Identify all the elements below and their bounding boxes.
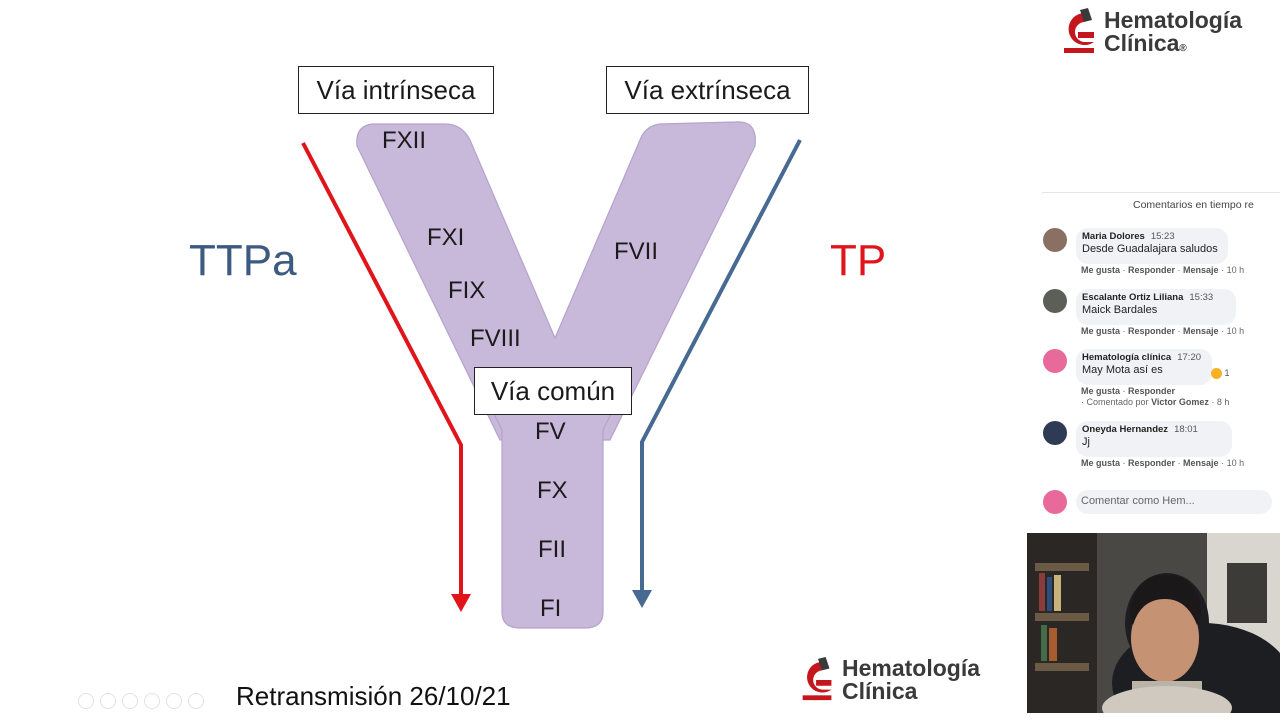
comment-composer: Comentar como Hem... (1040, 488, 1280, 516)
microscope-logo-icon (1064, 8, 1094, 53)
avatar[interactable] (1043, 421, 1067, 445)
common-stem (492, 411, 613, 629)
comment-actions: Me gusta · Responder · Mensaje · 10 h (1081, 458, 1245, 468)
commented-age: 8 h (1216, 397, 1230, 407)
commented-by-name[interactable]: Victor Gomez (1151, 397, 1209, 407)
comment-text: Jj (1082, 436, 1090, 448)
avatar[interactable] (1043, 349, 1067, 373)
zoom-icon[interactable] (166, 693, 182, 709)
logo-bottom: Hematología Clínica (798, 657, 980, 703)
comment-text: May Mota así es (1082, 364, 1163, 376)
comment-text: Desde Guadalajara saludos (1082, 243, 1218, 255)
logo-top-line2: Clínica (1104, 30, 1180, 56)
comment-age: 10 h (1226, 265, 1245, 275)
y-shape-svg (301, 121, 802, 629)
logo-top: Hematología Clínica® (1060, 8, 1242, 56)
comment-time: 15:23 (1150, 231, 1175, 242)
factor-fii: FII (538, 536, 566, 563)
tp-arrowhead (632, 590, 652, 608)
logo-bottom-line1: Hematología (842, 655, 981, 681)
like-link[interactable]: Me gusta (1081, 326, 1121, 336)
slides-icon[interactable] (144, 693, 160, 709)
factor-fvii: FVII (614, 238, 659, 265)
factor-fx: FX (537, 477, 568, 504)
reaction-badge[interactable]: 1 (1211, 368, 1230, 380)
reply-link[interactable]: Responder (1128, 326, 1176, 336)
logo-top-line1: Hematología (1104, 7, 1243, 33)
comments-header: Comentarios en tiempo re (1133, 199, 1254, 211)
coagulation-diagram: Vía intrínseca Vía extrínseca Vía común … (189, 66, 887, 629)
more-icon[interactable] (188, 693, 204, 709)
microscope-logo-icon (802, 657, 832, 701)
avatar (1043, 490, 1067, 514)
message-link[interactable]: Mensaje (1183, 265, 1219, 275)
reaction-count: 1 (1224, 368, 1230, 378)
comment-actions: Me gusta · Responder · Mensaje · 10 h (1081, 326, 1245, 336)
comment-input[interactable]: Comentar como Hem... (1076, 490, 1272, 514)
factor-fv: FV (535, 418, 566, 445)
like-link[interactable]: Me gusta (1081, 265, 1121, 275)
comment-input-placeholder: Comentar como Hem... (1081, 495, 1195, 507)
tp-arrow (640, 139, 802, 594)
comment-time: 18:01 (1174, 424, 1198, 435)
reply-link[interactable]: Responder (1128, 386, 1176, 396)
factor-fxi: FXI (427, 224, 465, 251)
reply-link[interactable]: Responder (1128, 458, 1176, 468)
intrinsic-arm (356, 121, 756, 441)
commented-by-label: Comentado por (1086, 397, 1149, 407)
reply-link[interactable]: Responder (1128, 265, 1176, 275)
comment-age: 10 h (1226, 458, 1245, 468)
webcam-presenter-image (1027, 533, 1280, 713)
logo-top-registered: ® (1179, 43, 1187, 54)
pen-icon[interactable] (122, 693, 138, 709)
slideshow-toolbar[interactable] (78, 693, 204, 709)
logo-bottom-line2: Clínica (842, 678, 918, 704)
comment-text: Maick Bardales (1082, 304, 1158, 316)
message-link[interactable]: Mensaje (1183, 326, 1219, 336)
avatar[interactable] (1043, 289, 1067, 313)
comment-time: 17:20 (1177, 352, 1202, 363)
factor-fxii: FXII (382, 127, 427, 154)
extrinsic-pathway-label: Vía extrínseca (606, 66, 809, 114)
previous-slide-icon[interactable] (78, 693, 94, 709)
comments-divider (1042, 192, 1280, 193)
tp-label: TP (830, 236, 887, 285)
retransmission-caption: Retransmisión 26/10/21 (236, 681, 511, 711)
commented-by: · Comentado por Victor Gomez · 8 h (1081, 397, 1230, 407)
common-pathway-label: Vía común (474, 367, 632, 415)
like-link[interactable]: Me gusta (1081, 386, 1121, 396)
factor-fviii: FVIII (470, 325, 521, 352)
ttpa-arrowhead (451, 594, 471, 612)
comment-actions: Me gusta · Responder (1081, 386, 1176, 396)
like-link[interactable]: Me gusta (1081, 458, 1121, 468)
factor-fix: FIX (448, 277, 486, 304)
ttpa-label: TTPa (189, 236, 297, 285)
factor-fi: FI (540, 595, 562, 622)
laugh-emoji-icon (1211, 368, 1222, 380)
next-slide-icon[interactable] (100, 693, 116, 709)
webcam-video (1027, 533, 1280, 713)
comment-actions: Me gusta · Responder · Mensaje · 10 h (1081, 265, 1245, 275)
intrinsic-pathway-label: Vía intrínseca (298, 66, 494, 114)
message-link[interactable]: Mensaje (1183, 458, 1219, 468)
comment-time: 15:33 (1189, 292, 1214, 303)
comment-age: 10 h (1226, 326, 1245, 336)
avatar[interactable] (1043, 228, 1067, 252)
ttpa-arrow (301, 142, 463, 598)
